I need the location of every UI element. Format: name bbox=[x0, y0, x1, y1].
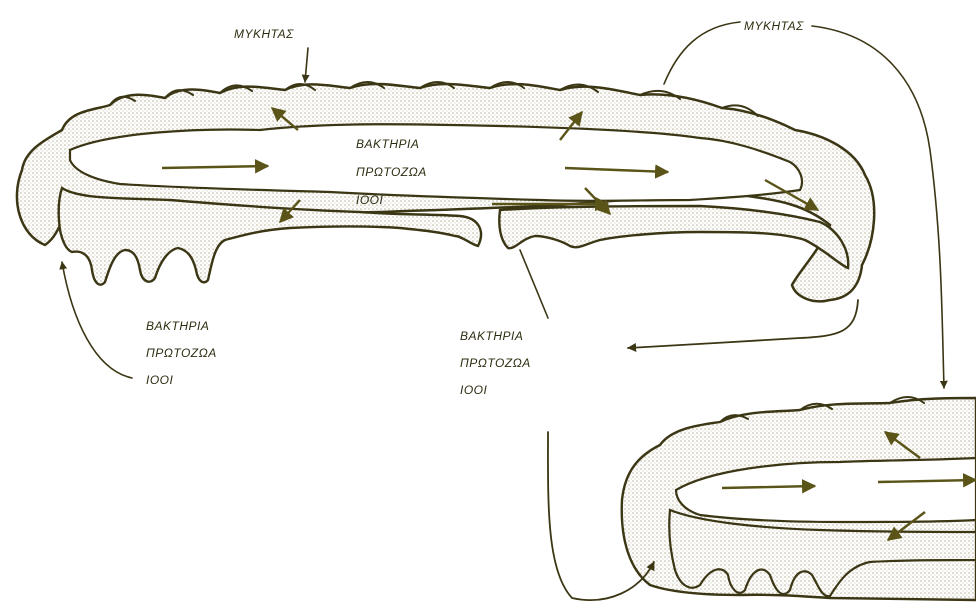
lower-structure bbox=[622, 397, 976, 600]
label-center-protozoa: ΠΡΩΤΟΖΩΑ bbox=[356, 165, 427, 179]
upper-structure bbox=[17, 82, 874, 301]
label-mid-protozoa: ΠΡΩΤΟΖΩΑ bbox=[460, 356, 531, 370]
transfer-arrow bbox=[628, 300, 858, 348]
label-fungus-left: ΜΥΚΗΤΑΣ bbox=[234, 27, 294, 41]
label-mid-bacteria: ΒΑΚΤΗΡΙΑ bbox=[460, 329, 523, 343]
label-center-viruses: ΙΟΟΙ bbox=[356, 193, 384, 207]
label-left-protozoa: ΠΡΩΤΟΖΩΑ bbox=[146, 346, 217, 360]
fungus-right-curve-left bbox=[664, 22, 740, 84]
upper-right-lip bbox=[499, 206, 848, 268]
label-mid-viruses: ΙΟΟΙ bbox=[460, 383, 488, 397]
fungus-left-pointer bbox=[305, 48, 308, 82]
label-left-viruses: ΙΟΟΙ bbox=[146, 373, 174, 387]
label-left-bacteria: ΒΑΚΤΗΡΙΑ bbox=[146, 319, 209, 333]
mid-label-pointer bbox=[520, 250, 548, 318]
label-center-bacteria: ΒΑΚΤΗΡΙΑ bbox=[356, 137, 419, 151]
label-fungus-right: ΜΥΚΗΤΑΣ bbox=[744, 19, 804, 33]
